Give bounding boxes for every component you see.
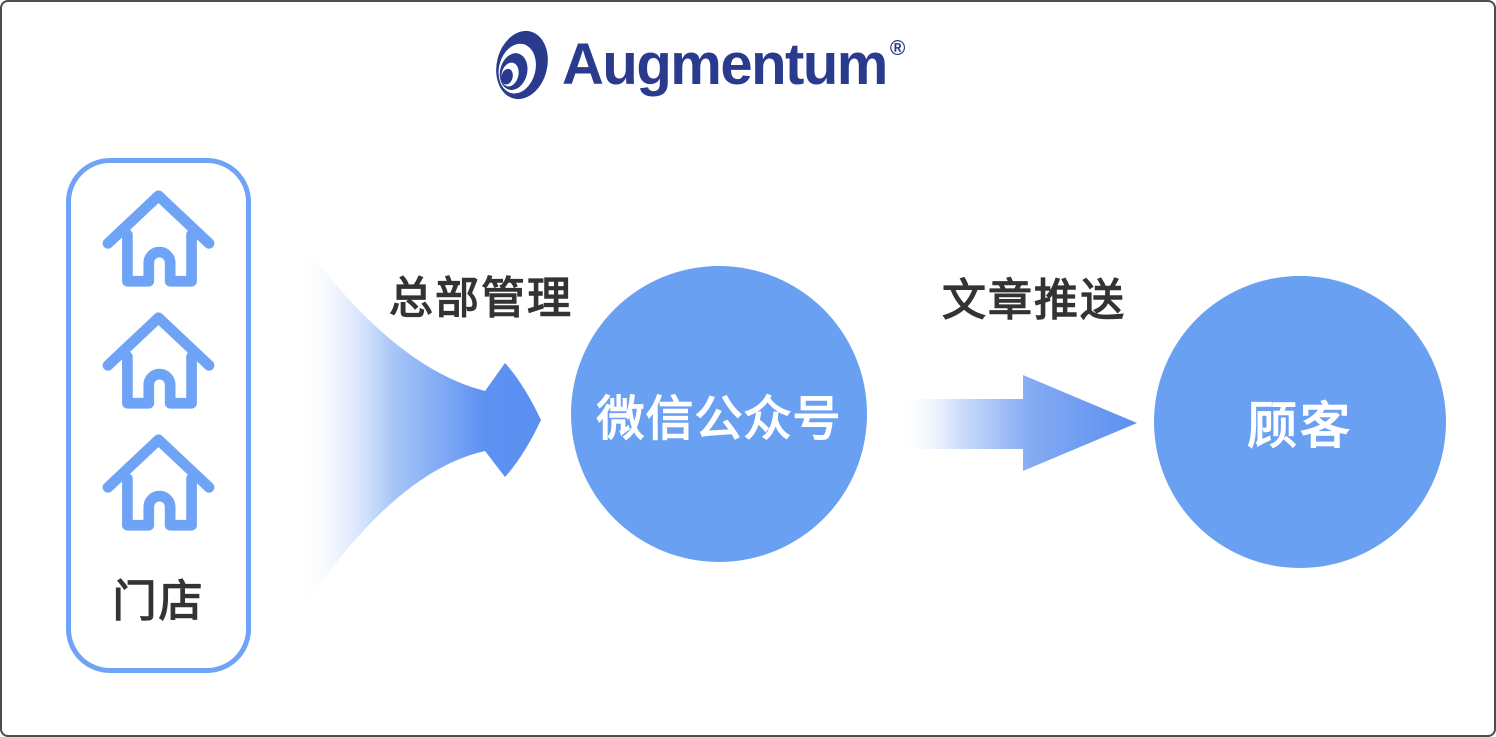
wechat-node: 微信公众号: [571, 266, 867, 562]
augmentum-logo: Augmentum®: [494, 28, 905, 102]
hq-management-label: 总部管理: [389, 274, 573, 323]
registered-mark: ®: [889, 37, 906, 60]
store-house-icon: [102, 190, 215, 287]
brand-name: Augmentum: [562, 32, 888, 97]
augmentum-swirl-icon: [496, 30, 548, 100]
customer-node: 顾客: [1154, 276, 1446, 568]
push-arrow-icon: [899, 375, 1137, 471]
article-push-label: 文章推送: [942, 276, 1126, 325]
store-house-icon: [102, 434, 215, 531]
store-house-icon: [102, 312, 215, 409]
funnel-arrow-icon: [253, 166, 541, 693]
stores-panel: 门店: [66, 158, 251, 673]
stores-label: 门店: [112, 577, 205, 626]
customer-node-label: 顾客: [1247, 398, 1353, 454]
wechat-node-label: 微信公众号: [596, 393, 842, 446]
